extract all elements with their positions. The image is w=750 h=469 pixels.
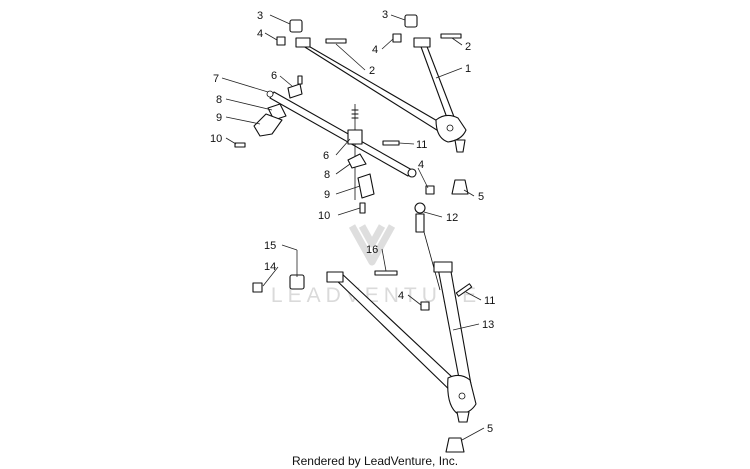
bolt	[374, 270, 398, 276]
clamp-6	[347, 129, 363, 145]
bushing	[289, 274, 305, 290]
callout-12: 12	[446, 212, 458, 224]
callout-6: 6	[271, 70, 277, 82]
callout-2: 2	[369, 65, 375, 77]
nut	[276, 36, 286, 46]
callout-2: 2	[465, 41, 471, 53]
upper-a-arm	[295, 37, 467, 153]
callout-4: 4	[257, 28, 263, 40]
callout-13: 13	[482, 319, 494, 331]
nut	[252, 282, 263, 293]
callout-6: 6	[323, 150, 329, 162]
callout-14: 14	[264, 261, 276, 273]
bolt	[440, 33, 462, 39]
callout-10: 10	[318, 210, 330, 222]
callout-1: 1	[465, 63, 471, 75]
leadventure-logo	[348, 224, 396, 266]
screw-10	[234, 142, 246, 148]
callout-15: 15	[264, 240, 276, 252]
callout-4: 4	[398, 290, 404, 302]
callout-8: 8	[216, 94, 222, 106]
lower-a-arm	[326, 261, 477, 423]
watermark: LEADVENTURE	[271, 224, 481, 307]
footer-credit: Rendered by LeadVenture, Inc.	[292, 454, 458, 468]
callout-10: 10	[210, 133, 222, 145]
ball-joint-boot	[451, 179, 469, 195]
bolt-small	[297, 75, 303, 85]
bushing	[289, 19, 303, 33]
bolt	[455, 283, 473, 297]
callout-9: 9	[324, 189, 330, 201]
callout-3: 3	[382, 9, 388, 21]
clamp-6	[287, 83, 303, 99]
callout-9: 9	[216, 112, 222, 124]
nut	[420, 301, 430, 311]
bracket-9	[357, 173, 375, 199]
bushing	[404, 14, 418, 28]
clamp-8	[347, 153, 367, 169]
callout-16: 16	[366, 244, 378, 256]
callout-3: 3	[257, 10, 263, 22]
callout-4: 4	[418, 159, 424, 171]
callout-8: 8	[324, 169, 330, 181]
callout-11: 11	[416, 139, 427, 151]
callouts: 3 4 2 3 4 2 1 7 6 8 9 10 6 11 4 8 5 9 12…	[210, 9, 495, 435]
callout-11: 11	[484, 295, 495, 307]
leader-lines	[221, 14, 485, 441]
callout-7: 7	[213, 73, 219, 85]
callout-5: 5	[478, 191, 484, 203]
nut	[392, 33, 402, 43]
watermark-text: LEADVENTURE	[271, 284, 481, 307]
bracket-9	[253, 113, 283, 137]
link-rod	[414, 202, 441, 291]
tie-rod	[266, 90, 417, 178]
callout-5: 5	[487, 423, 493, 435]
screw-10	[359, 202, 366, 214]
bolt	[382, 140, 400, 146]
bolt	[325, 38, 347, 44]
callout-4: 4	[372, 44, 378, 56]
ball-joint-boot	[445, 437, 465, 453]
nut	[425, 185, 435, 195]
